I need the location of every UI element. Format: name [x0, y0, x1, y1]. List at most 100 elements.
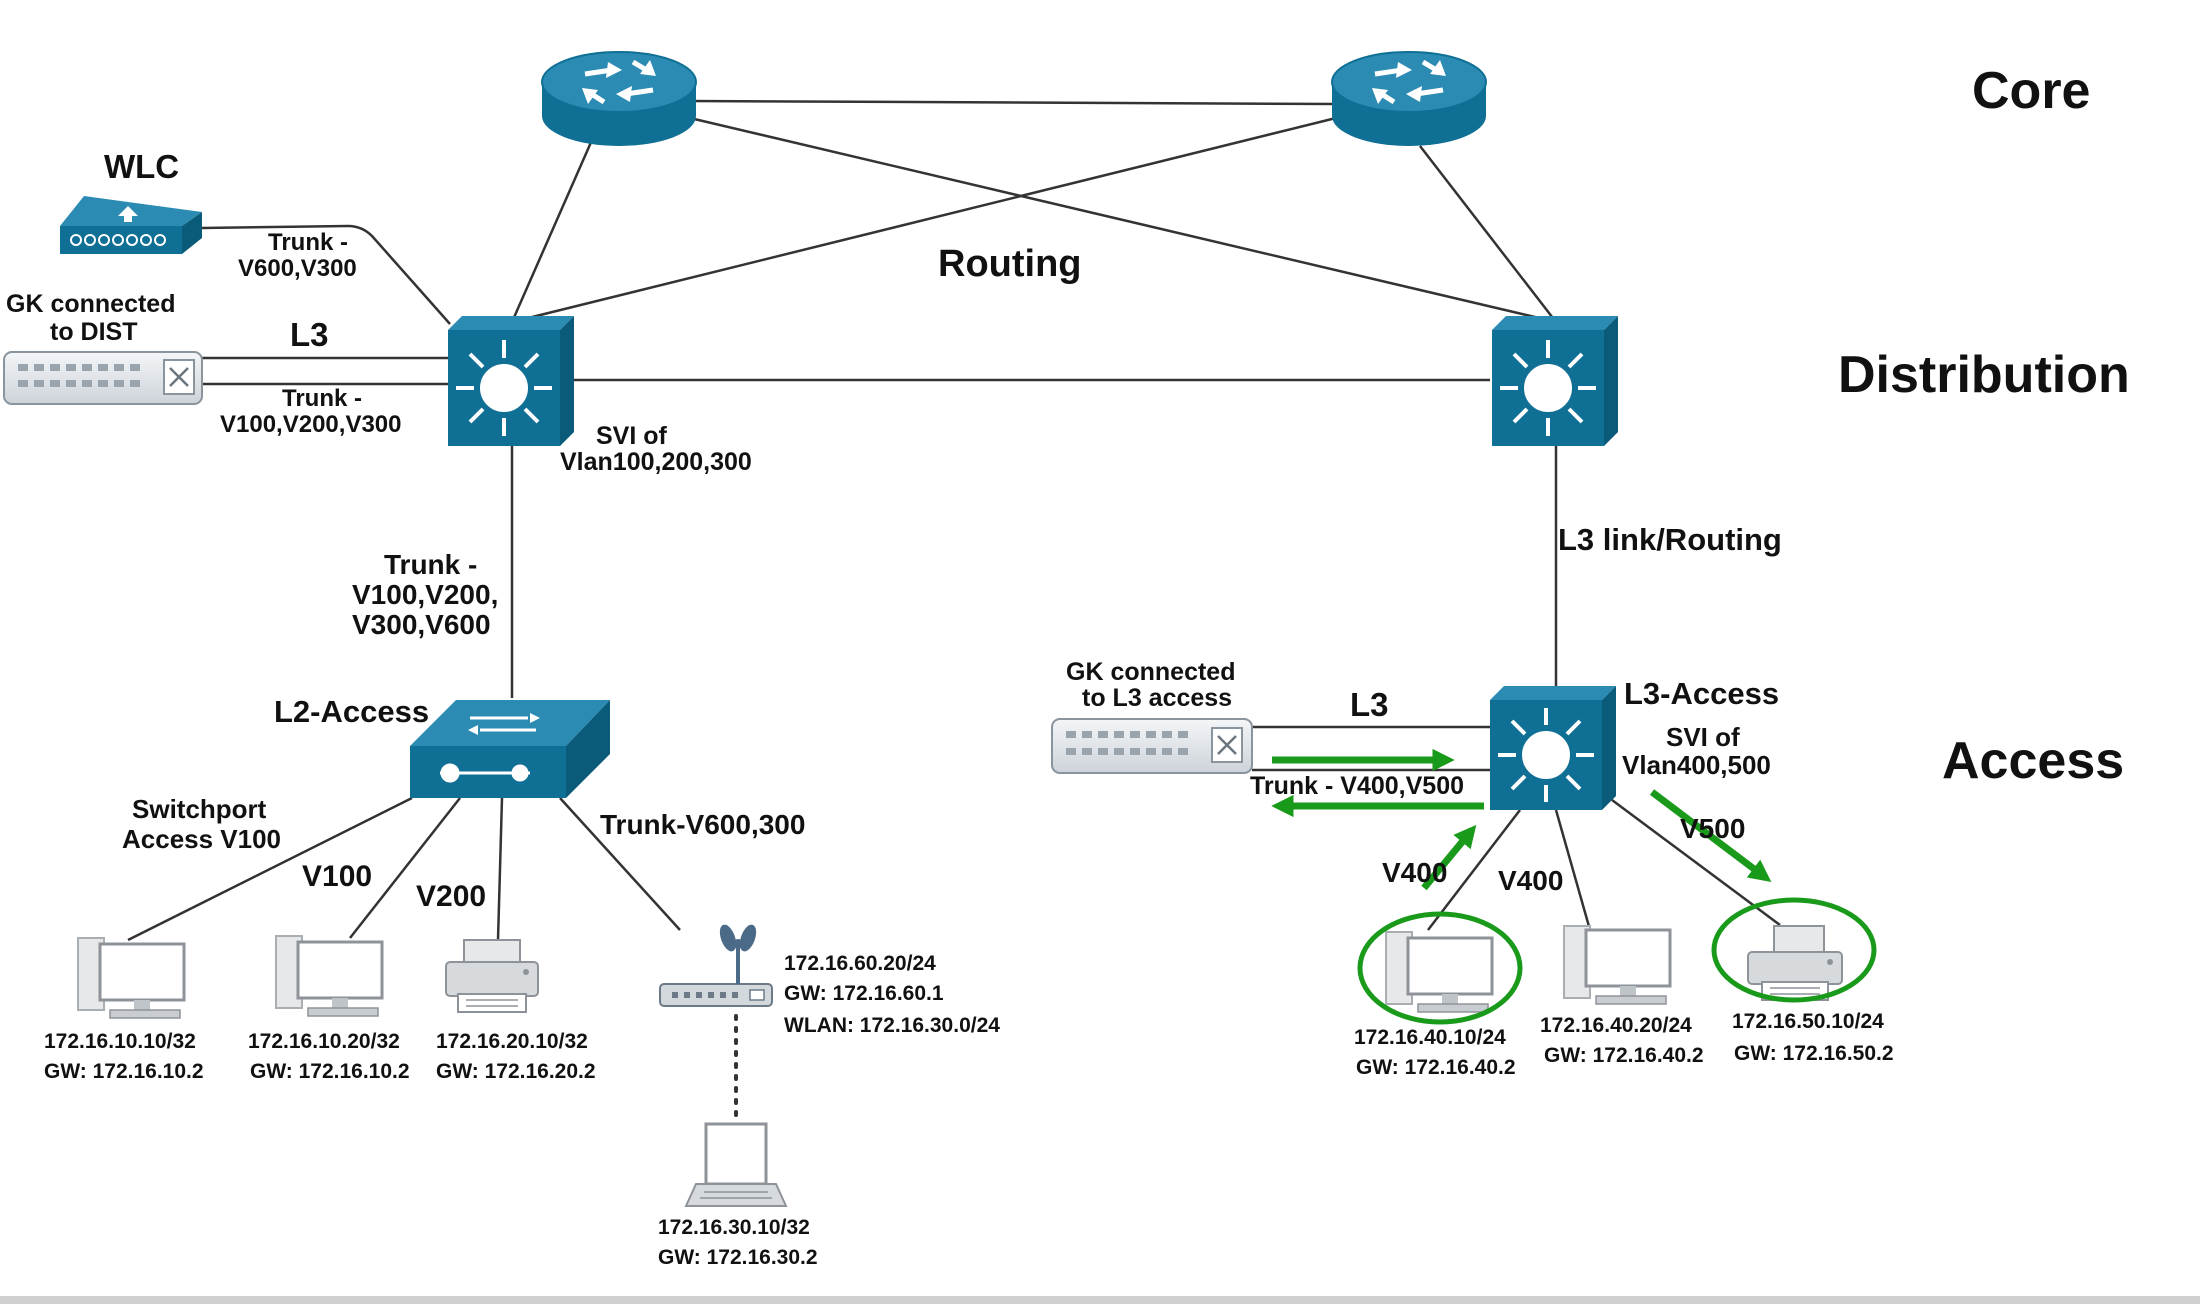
wlc-ports-icon — [70, 234, 166, 246]
link-l2-pc1 — [127, 796, 413, 942]
bottom-rule — [0, 1296, 2200, 1304]
pc2-ip: 172.16.10.20/32 — [248, 1030, 400, 1053]
link-core-core — [689, 99, 1336, 106]
switchport-2: Access V100 — [122, 824, 281, 854]
link-l2-ap — [559, 797, 681, 931]
ap-wlan: WLAN: 172.16.30.0/24 — [784, 1014, 1000, 1037]
printer-2[interactable] — [1747, 925, 1843, 1001]
wlc-link-line2: V600,V300 — [238, 255, 357, 282]
multilayer-switch-icon — [1498, 708, 1594, 802]
link-l2-pc2 — [349, 797, 461, 939]
l2-access-switch[interactable] — [410, 700, 610, 798]
distribution-switch-right[interactable] — [1492, 316, 1618, 446]
gk-access-l3: L3 — [1350, 686, 1389, 723]
l2-access-title: L2-Access — [274, 694, 429, 729]
highlight-circle-printer2 — [1711, 897, 1877, 1003]
core-router-right[interactable] — [1331, 51, 1487, 146]
gk-dist-device[interactable] — [3, 351, 203, 405]
l3-access-title: L3-Access — [1624, 676, 1779, 711]
ap-ip: 172.16.60.20/24 — [784, 952, 936, 975]
printer1-ip: 172.16.20.10/32 — [436, 1030, 588, 1053]
link-coreL-distR — [689, 116, 1557, 324]
printer-1[interactable] — [445, 939, 539, 1013]
pc4-gw: GW: 172.16.40.2 — [1544, 1044, 1704, 1067]
laptop[interactable] — [684, 1122, 788, 1207]
gk-dist-l3: L3 — [290, 316, 329, 353]
pc-2[interactable] — [275, 935, 384, 1017]
l3-v400-b: V400 — [1498, 865, 1563, 896]
pc1-ip: 172.16.10.10/32 — [44, 1030, 196, 1053]
arrow-pc3-to-l3 — [1421, 824, 1477, 891]
trunk-dist-access-2: V100,V200, — [352, 579, 498, 610]
link-l3-pc4 — [1554, 809, 1592, 931]
gk-access-title-2: to L3 access — [1082, 684, 1232, 712]
arrow-l3-to-printer2 — [1649, 789, 1772, 883]
tier-core: Core — [1972, 62, 2090, 120]
pc4-ip: 172.16.40.20/24 — [1540, 1014, 1692, 1037]
tier-distribution: Distribution — [1838, 346, 2130, 404]
links — [127, 99, 1781, 1122]
l3-v400-a: V400 — [1382, 857, 1447, 888]
multilayer-switch-icon — [456, 340, 552, 436]
wlc-link-line1: Trunk - — [268, 229, 348, 256]
link-coreR-distR — [1419, 145, 1557, 323]
pc-1[interactable] — [77, 937, 186, 1019]
link-l2-printer1 — [496, 797, 504, 941]
gk-dist-title-2: to DIST — [50, 318, 138, 346]
l3-access-switch[interactable] — [1490, 686, 1616, 810]
pc2-gw: GW: 172.16.10.2 — [250, 1060, 410, 1083]
laptop-gw: GW: 172.16.30.2 — [658, 1246, 818, 1269]
link-coreL-distL — [510, 139, 594, 323]
routing-label: Routing — [938, 243, 1082, 285]
pc3-gw: GW: 172.16.40.2 — [1356, 1056, 1516, 1079]
link-l3-printer2 — [1611, 798, 1781, 927]
l3-link-label: L3 link/Routing — [1558, 522, 1782, 557]
pc3-ip: 172.16.40.10/24 — [1354, 1026, 1506, 1049]
switchport-1: Switchport — [132, 794, 267, 824]
gk-access-trunk: Trunk - V400,V500 — [1250, 772, 1464, 800]
tier-access: Access — [1942, 732, 2124, 790]
wireless-arrows-icon — [118, 206, 138, 222]
router-arrows-icon — [582, 59, 656, 105]
gk-dist-trunk-1: Trunk - — [282, 385, 362, 412]
router-arrows-icon — [1372, 59, 1446, 105]
l3-v500: V500 — [1680, 813, 1745, 844]
cross-arrows-icon — [1217, 735, 1237, 755]
highlights — [1271, 748, 1877, 1025]
pc1-gw: GW: 172.16.10.2 — [44, 1060, 204, 1083]
cross-arrows-icon — [169, 367, 189, 387]
highlight-circle-pc3 — [1357, 911, 1523, 1025]
l2-v200: V200 — [416, 880, 486, 913]
multilayer-switch-icon — [1500, 340, 1596, 436]
l3-access-svi-2: Vlan400,500 — [1622, 750, 1771, 780]
gk-dist-trunk-2: V100,V200,V300 — [220, 411, 402, 438]
switch-arrows-icon — [468, 713, 540, 735]
gk-access-title-1: GK connected — [1066, 658, 1235, 686]
antenna-icon — [719, 924, 757, 952]
wlc-device[interactable] — [60, 196, 202, 254]
link-coreR-distL — [511, 116, 1337, 324]
laptop-ip: 172.16.30.10/32 — [658, 1216, 810, 1239]
dist-svi-1: SVI of — [596, 422, 668, 450]
core-router-left[interactable] — [541, 51, 697, 146]
switch-ports-icon — [440, 763, 530, 783]
wlc-title: WLC — [104, 148, 179, 185]
link-wlc-dist — [201, 224, 451, 325]
ap-gw: GW: 172.16.60.1 — [784, 982, 944, 1005]
l2-v100: V100 — [302, 860, 372, 893]
access-point[interactable] — [659, 922, 773, 1007]
l2-trunk-ap: Trunk-V600,300 — [600, 809, 805, 840]
trunk-dist-access-3: V300,V600 — [352, 609, 491, 640]
distribution-switch-left[interactable] — [448, 316, 574, 446]
printer2-ip: 172.16.50.10/24 — [1732, 1010, 1884, 1033]
printer2-gw: GW: 172.16.50.2 — [1734, 1042, 1894, 1065]
l3-access-svi-1: SVI of — [1666, 722, 1740, 752]
dist-svi-2: Vlan100,200,300 — [560, 448, 752, 476]
trunk-dist-access-1: Trunk - — [384, 549, 477, 580]
printer1-gw: GW: 172.16.20.2 — [436, 1060, 596, 1083]
gk-access-device[interactable] — [1051, 718, 1253, 774]
pc-3[interactable] — [1385, 931, 1494, 1013]
gk-dist-title-1: GK connected — [6, 290, 175, 318]
pc-4[interactable] — [1563, 925, 1672, 1005]
